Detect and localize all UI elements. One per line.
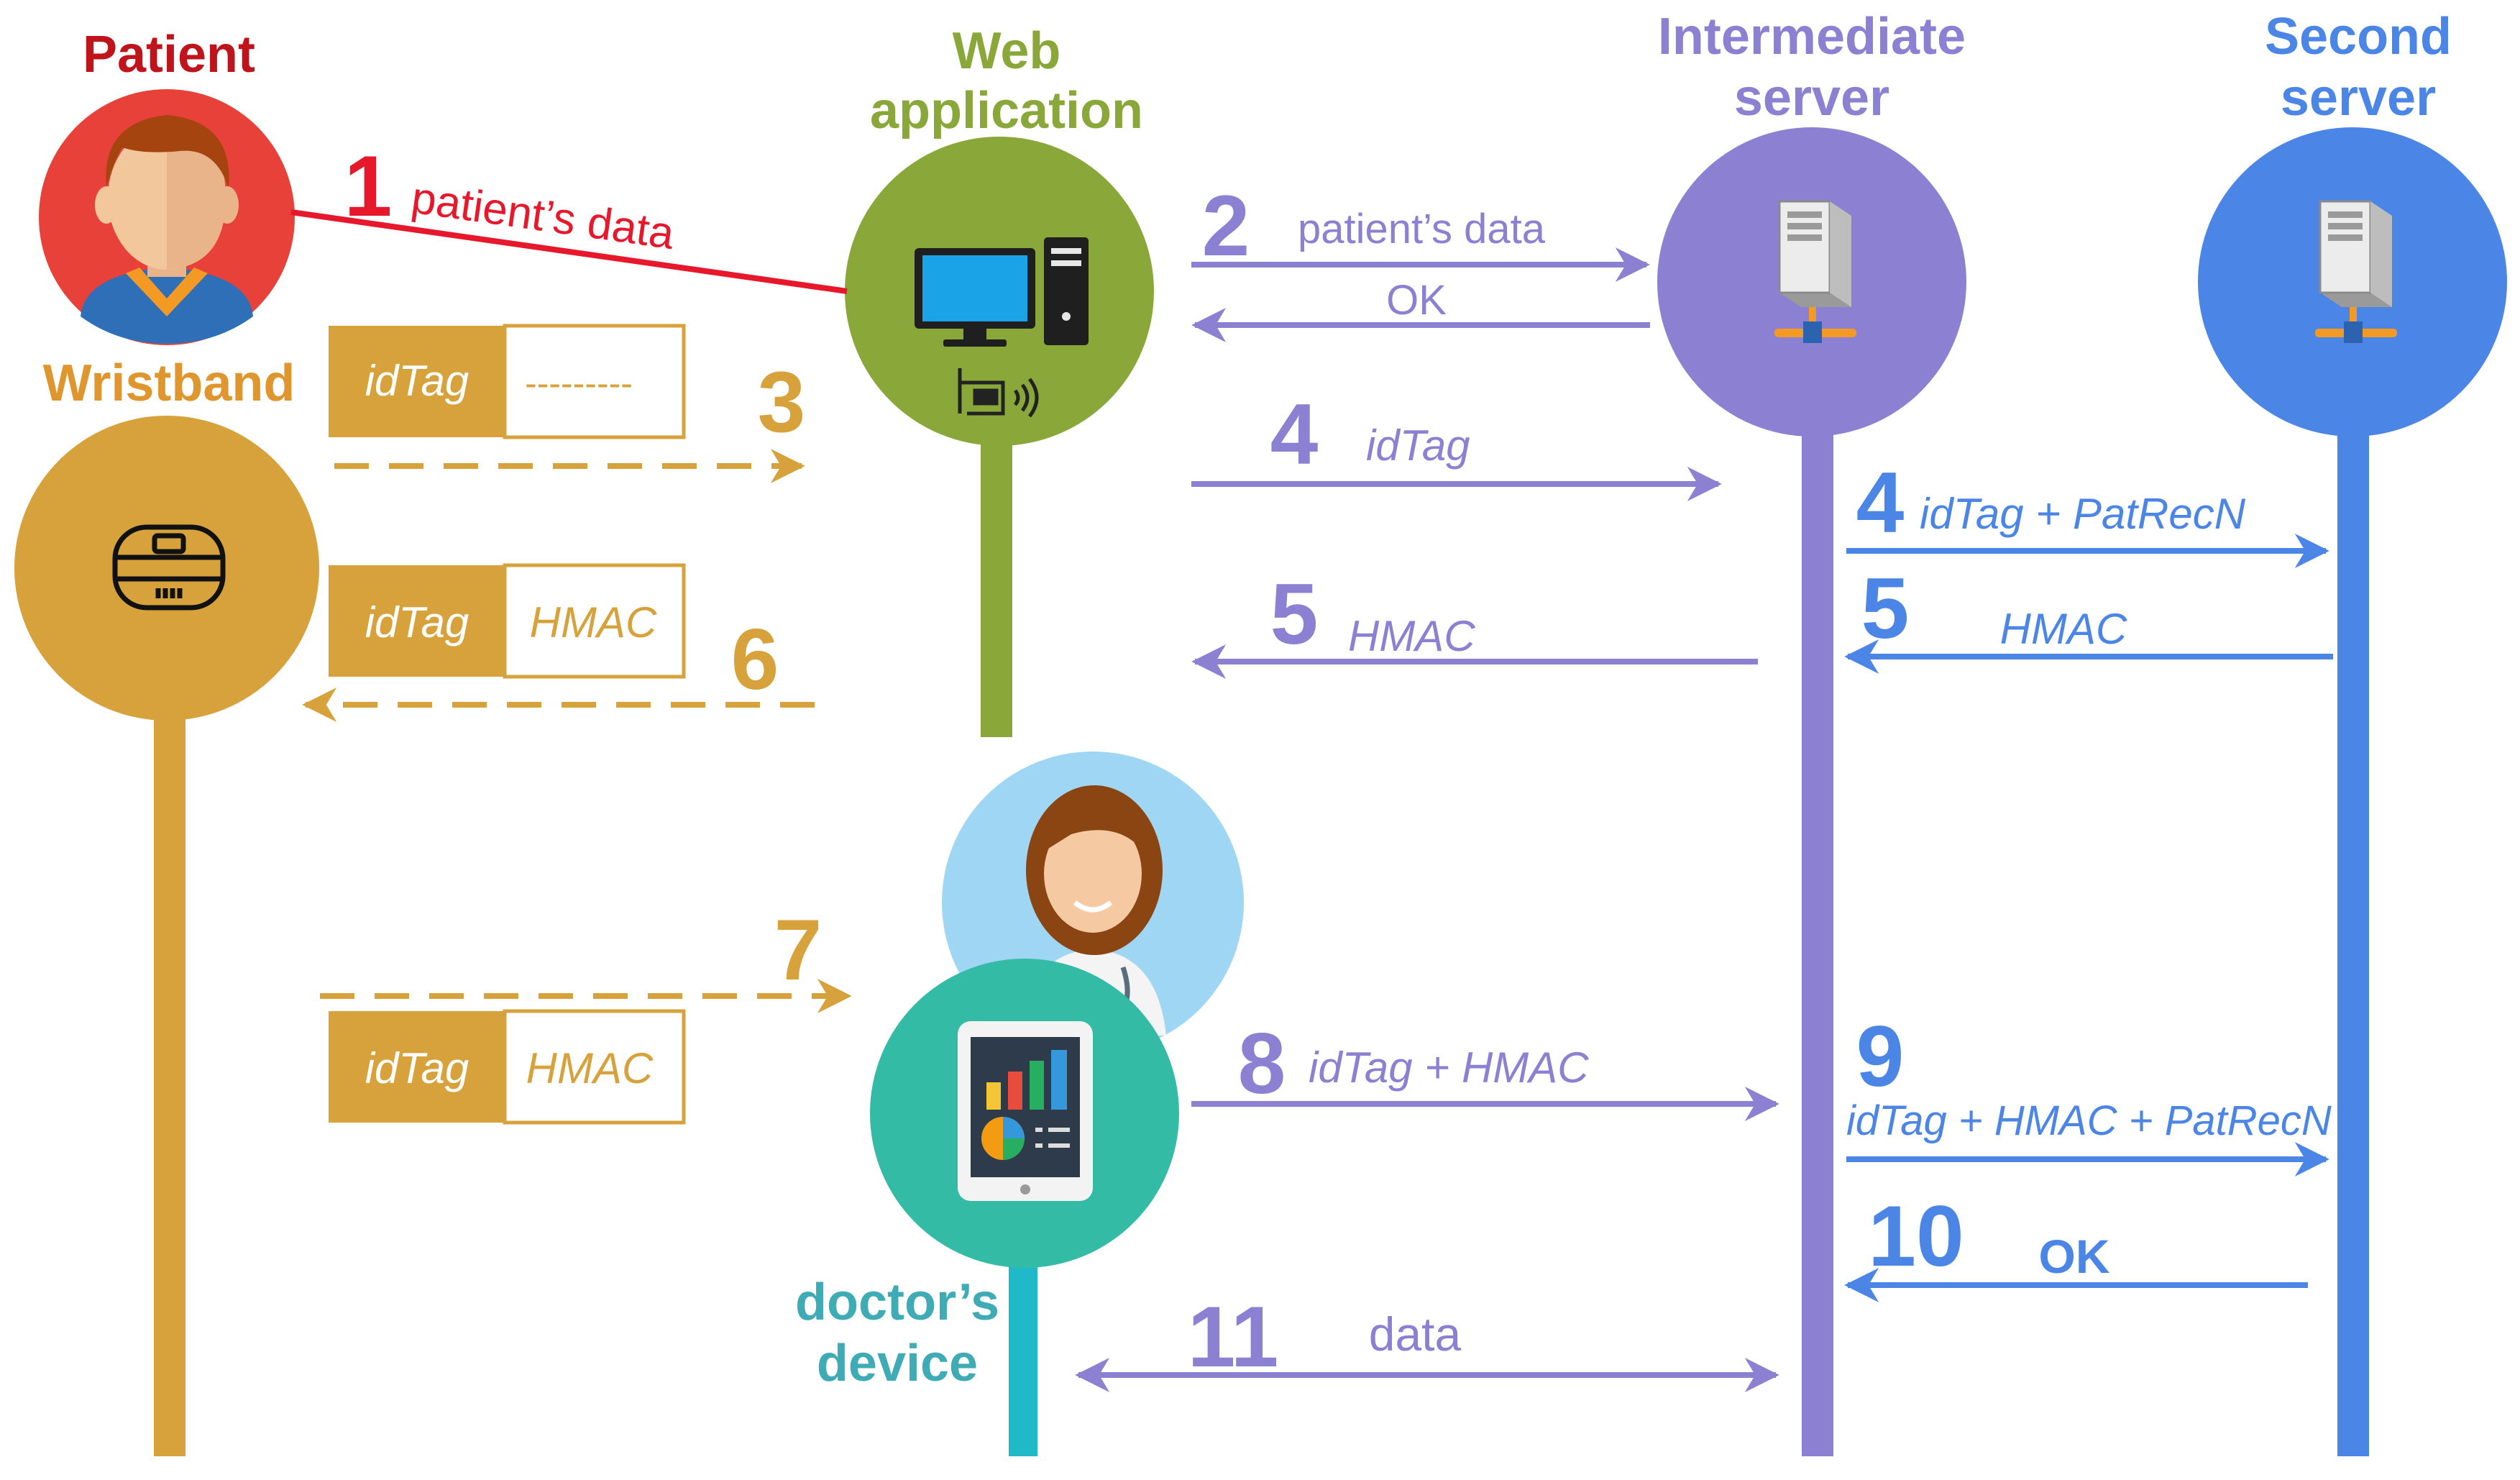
wristband-label: Wristband: [43, 355, 295, 412]
computer-icon: [915, 237, 1089, 347]
step2-reply-label: OK: [1386, 277, 1447, 324]
nfc-reader-icon: [958, 368, 1039, 418]
intermediate-lifeline: [1802, 424, 1833, 1456]
intermediate-label-line2: server: [1734, 69, 1889, 127]
step10-number: 10: [1868, 1188, 1964, 1284]
second-server-lifeline: [2337, 424, 2369, 1456]
wristband-circle: [14, 416, 319, 721]
step5b-number: 5: [1861, 560, 1910, 657]
wristband-lifeline: [154, 705, 185, 1456]
step7-box-right: HMAC: [526, 1044, 654, 1092]
step8-label: idTag + HMAC: [1309, 1043, 1589, 1092]
step9-label: idTag + HMAC + PatRecN: [1846, 1097, 2332, 1144]
step6-number: 6: [731, 611, 779, 708]
step7-box-left: idTag: [365, 1044, 469, 1092]
step11-number: 11: [1188, 1289, 1279, 1385]
step6-box-left: idTag: [365, 598, 469, 647]
step4a-label: idTag: [1366, 421, 1470, 470]
tablet-icon: [958, 1021, 1093, 1201]
doctor-device-label-line1: doctor’s: [795, 1274, 999, 1331]
step6-message-box: idTag HMAC: [329, 563, 686, 679]
doctor-device-label-line2: device: [817, 1335, 978, 1392]
step8-number: 8: [1238, 1015, 1286, 1112]
doctor-device-lifeline: [1009, 1251, 1037, 1456]
second-label-line1: Second: [2265, 8, 2452, 65]
step4a-number: 4: [1270, 386, 1319, 483]
step3-box-right: ---------: [525, 363, 633, 403]
wristband-icon: [112, 524, 226, 611]
step11-label: data: [1369, 1307, 1462, 1361]
patient-label: Patient: [83, 26, 255, 83]
step7-number: 7: [774, 902, 823, 998]
step1-line: [290, 209, 848, 294]
intermediate-label-line1: Intermediate: [1658, 8, 1966, 65]
web-app-lifeline: [981, 431, 1012, 737]
server-icon: [2315, 200, 2397, 343]
step5a-number: 5: [1270, 566, 1319, 662]
step4b-number: 4: [1856, 454, 1905, 551]
step9-number: 9: [1856, 1008, 1905, 1105]
web-app-label-line2: application: [870, 82, 1143, 140]
step3-message-box: idTag ---------: [329, 324, 686, 439]
step1-number: 1: [344, 138, 393, 234]
web-app-label-line1: Web: [953, 22, 1061, 80]
server-icon: [1774, 200, 1856, 343]
step2-label: patient’s data: [1298, 206, 1546, 252]
second-label-line2: server: [2281, 69, 2436, 127]
step4b-label: idTag + PatRecN: [1920, 490, 2246, 538]
doctor-avatar-icon: [942, 752, 1244, 1054]
step5b-label: HMAC: [2000, 605, 2127, 653]
step3-number: 3: [758, 354, 806, 450]
patient-avatar-icon: [39, 89, 295, 345]
step3-box-left: idTag: [365, 357, 469, 405]
step5a-label: HMAC: [1348, 612, 1475, 660]
step2-number: 2: [1202, 178, 1250, 274]
step6-box-right: HMAC: [530, 598, 657, 647]
step7-message-box: idTag HMAC: [329, 1009, 686, 1125]
step10-label: OK: [2039, 1230, 2110, 1283]
